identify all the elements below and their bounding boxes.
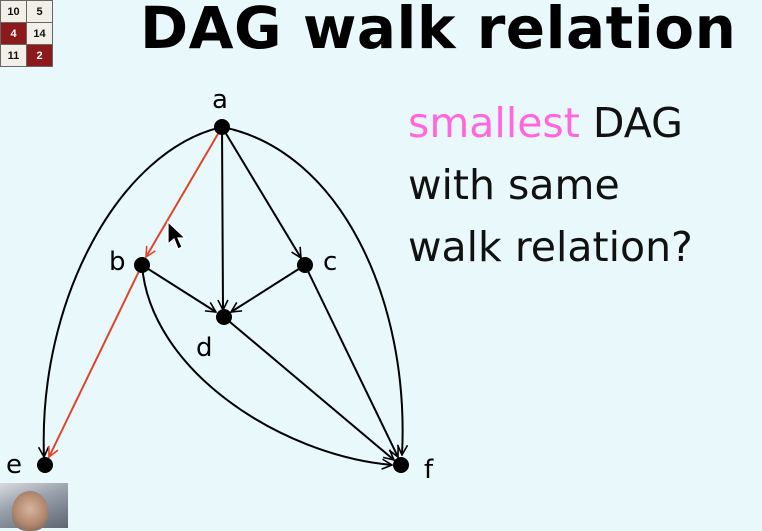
question-line-1: smallest DAG [408, 92, 693, 154]
edge-a-c [221, 126, 301, 258]
question-line-3: walk relation? [408, 223, 693, 271]
grid-cell: 5 [26, 0, 53, 23]
node-e [37, 457, 53, 473]
edge-a-e [44, 126, 223, 457]
edge-b-d [141, 264, 216, 312]
question-line-2: with same [408, 161, 620, 209]
question-text: smallest DAG with same walk relation? [408, 92, 693, 278]
presenter-webcam [0, 483, 68, 531]
slide-title: DAG walk relation [140, 0, 737, 62]
grid-cell: 14 [26, 22, 53, 45]
question-highlight: smallest [408, 99, 580, 147]
edge-c-d [231, 264, 306, 312]
edge-b-f [141, 264, 392, 465]
node-c [297, 257, 313, 273]
grid-cell: 11 [0, 44, 27, 67]
edge-d-f [223, 316, 394, 460]
node-label-f: f [424, 455, 434, 485]
grid-cell-highlighted: 2 [26, 44, 53, 67]
edge-a-b-red [146, 126, 223, 257]
node-a [214, 119, 230, 135]
mouse-pointer-icon [167, 220, 187, 250]
edge-a-d [222, 126, 223, 310]
edge-a-f [221, 126, 403, 455]
node-label-d: d [196, 333, 213, 363]
grid-cell: 10 [0, 0, 27, 23]
number-grid: 10 5 4 14 11 2 [0, 0, 53, 67]
question-line-1-rest: DAG [579, 99, 683, 147]
node-label-b: b [109, 247, 126, 277]
node-label-e: e [6, 450, 22, 480]
node-b [134, 257, 150, 273]
presenter-face [12, 491, 48, 531]
node-label-c: c [323, 247, 337, 277]
node-d [216, 309, 232, 325]
node-label-a: a [212, 85, 228, 115]
edge-c-f [304, 264, 398, 457]
edge-b-e-red [49, 264, 143, 457]
node-f [393, 457, 409, 473]
